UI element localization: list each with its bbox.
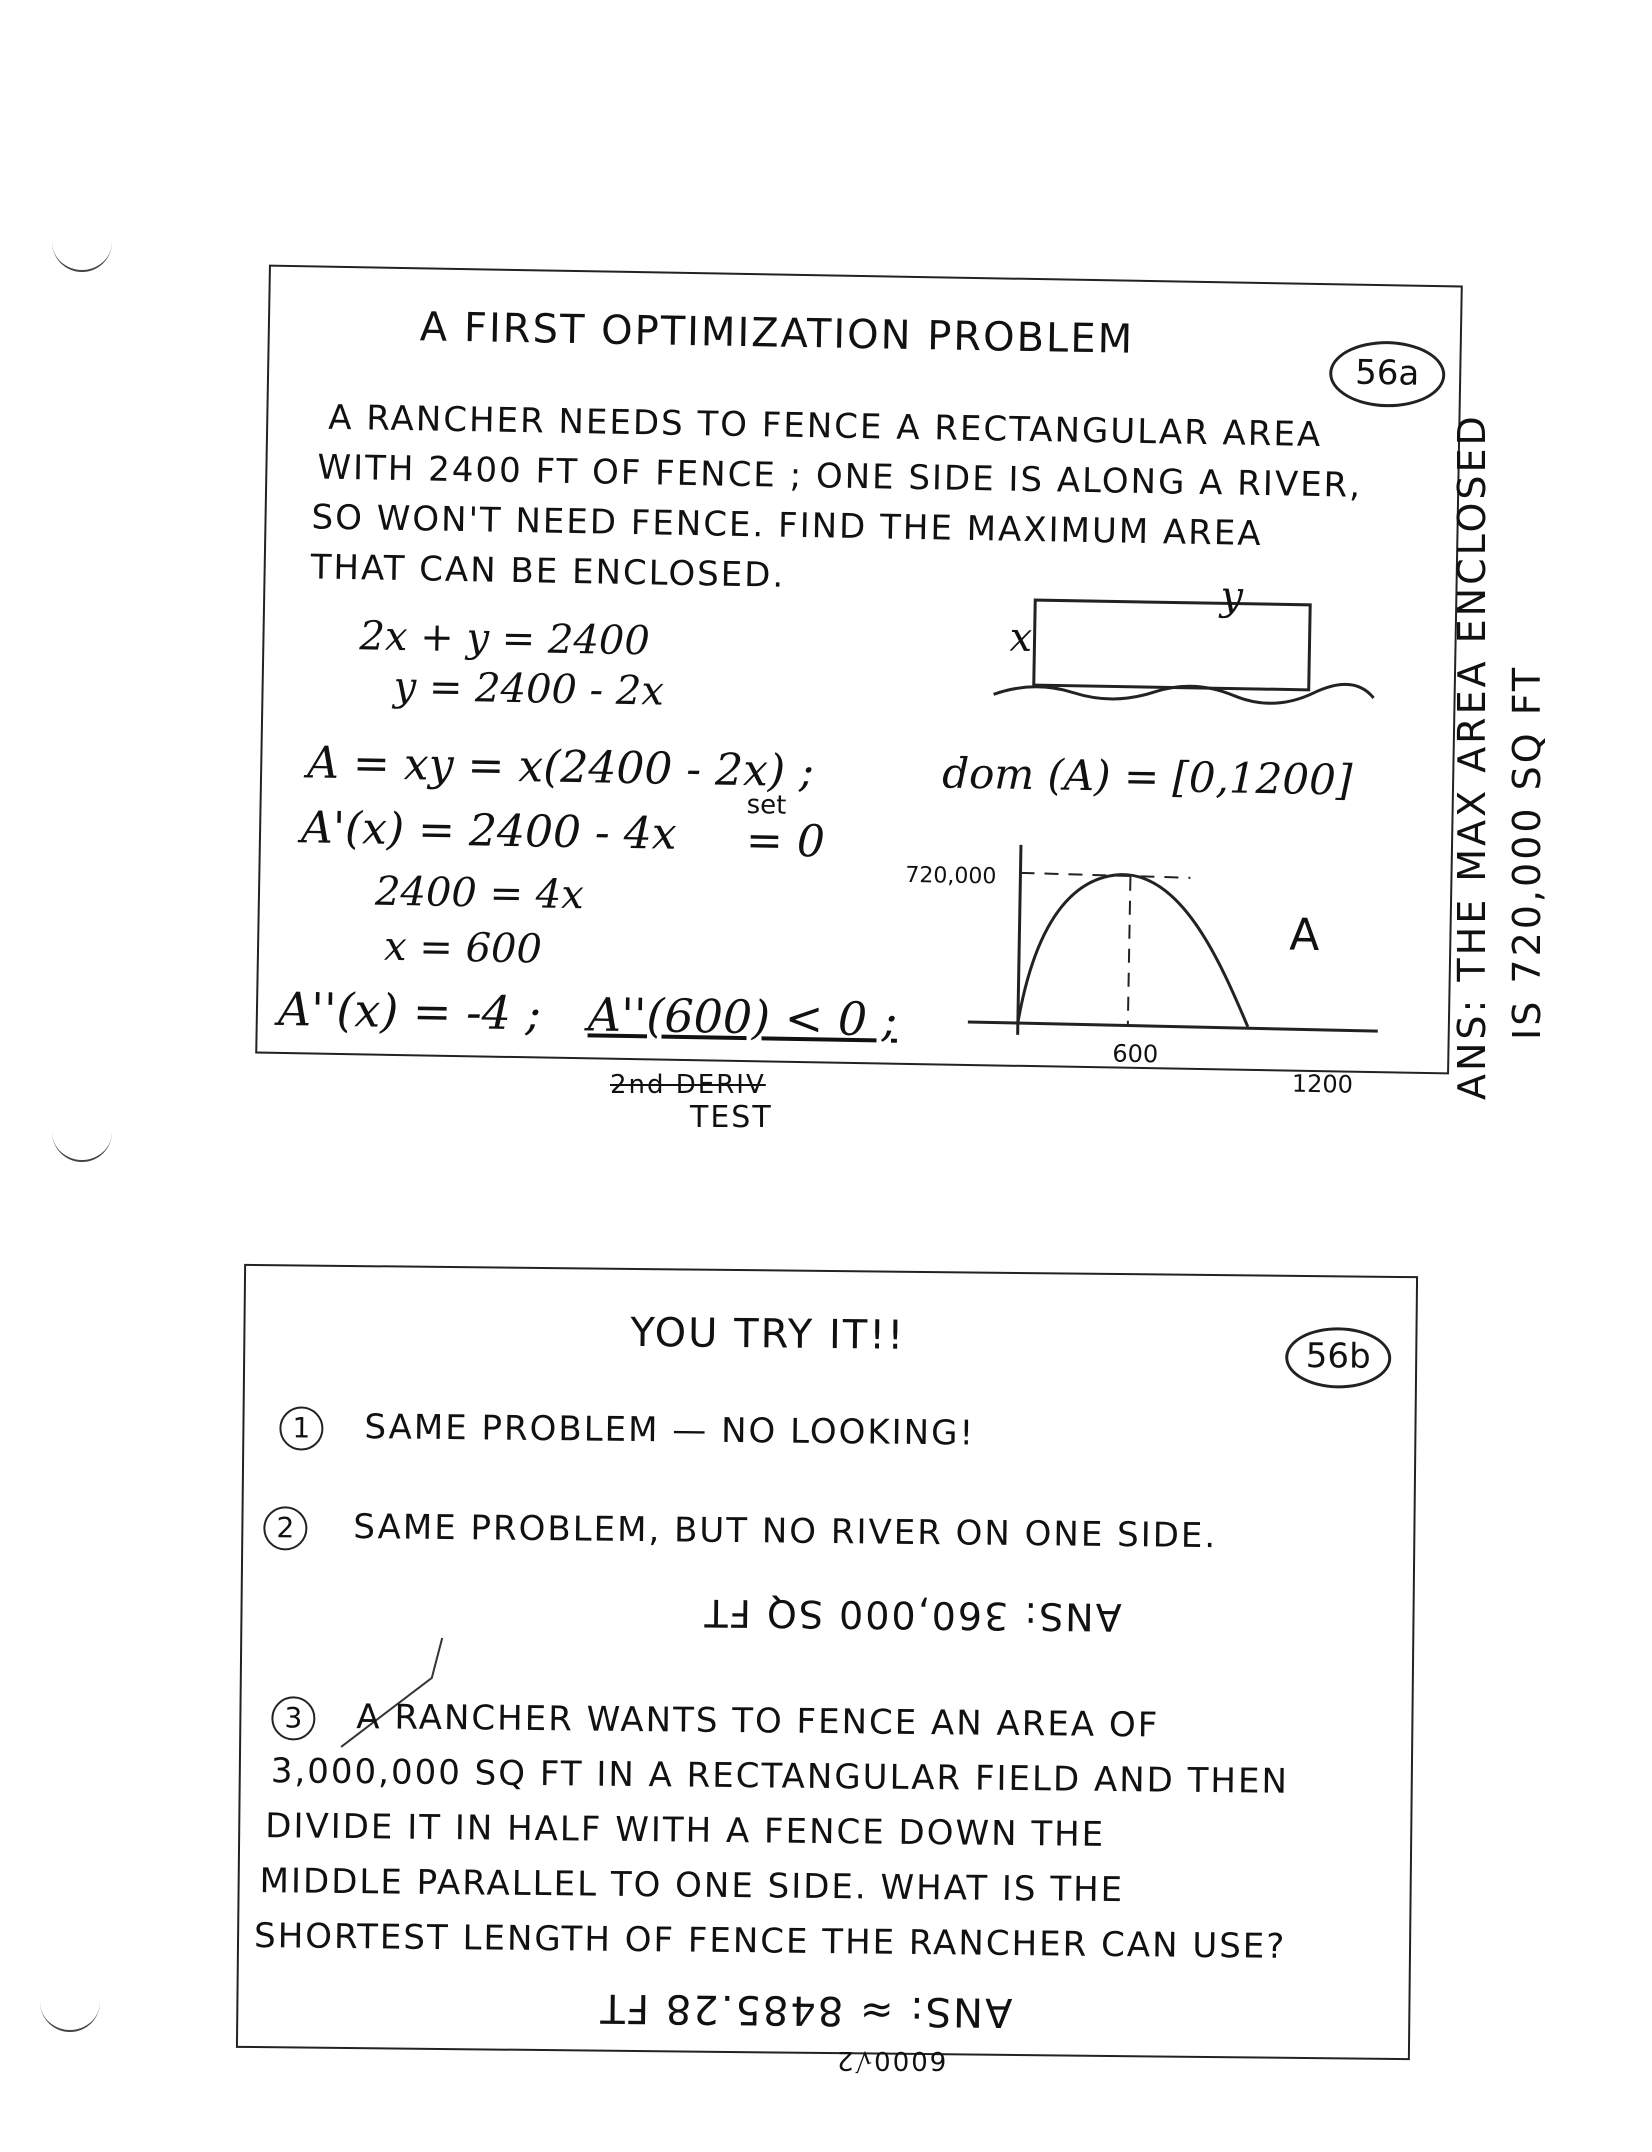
side-answer: IS 720,000 SQ FT xyxy=(1505,664,1549,1040)
graph-curve-label: A xyxy=(1288,909,1320,962)
test-note: TEST xyxy=(690,1100,773,1135)
card2-title: YOU TRY IT!! xyxy=(630,1309,906,1359)
equation: A''(600) < 0 ; xyxy=(587,987,898,1047)
equation: y = 2400 - 2x xyxy=(393,663,665,715)
card-56b: YOU TRY IT!! 56b 1 SAME PROBLEM — NO LOO… xyxy=(235,1263,1419,2061)
item-text-line: MIDDLE PARALLEL TO ONE SIDE. WHAT IS THE xyxy=(259,1861,1125,1911)
card1-title: A FIRST OPTIMIZATION PROBLEM xyxy=(419,304,1135,363)
item-text-line: DIVIDE IT IN HALF WITH A FENCE DOWN THE xyxy=(265,1806,1106,1855)
pen-stroke xyxy=(340,1637,444,1748)
item-text-line: 3,000,000 SQ FT IN A RECTANGULAR FIELD A… xyxy=(270,1751,1290,1802)
problem-line: THAT CAN BE ENCLOSED. xyxy=(310,547,786,596)
punch-hole-mark xyxy=(40,2000,100,2032)
item-text-line: SHORTEST LENGTH OF FENCE THE RANCHER CAN… xyxy=(253,1916,1287,1967)
diagram-y-label: y xyxy=(1219,573,1244,620)
equation: A''(x) = -4 ; xyxy=(277,981,542,1041)
problem-line: SO WON'T NEED FENCE. FIND THE MAXIMUM AR… xyxy=(311,497,1263,555)
card2-label: 56b xyxy=(1284,1326,1392,1389)
item-number-badge: 1 xyxy=(279,1406,324,1451)
area-graph xyxy=(967,844,1378,1035)
item-number-badge: 2 xyxy=(263,1506,308,1551)
diagram-x-label: x xyxy=(1009,614,1033,662)
equation: 2400 = 4x xyxy=(374,868,585,919)
item-text: SAME PROBLEM — NO LOOKING! xyxy=(364,1407,976,1454)
equation: 2x + y = 2400 xyxy=(359,613,651,665)
equation: x = 600 xyxy=(383,923,543,973)
punch-hole-mark xyxy=(52,240,112,272)
domain: dom (A) = [0,1200] xyxy=(941,748,1353,805)
item-answer: ANS: 360,000 SQ FT xyxy=(702,1591,1122,1639)
answer-upside-down: ANS: ≈ 8485.28 FT xyxy=(598,1984,1013,2035)
equation: A'(x) = 2400 - 4x xyxy=(300,802,678,860)
equation: A = xy = x(2400 - 2x) ; xyxy=(306,737,815,798)
answer-note: 6000√2 xyxy=(835,2045,947,2075)
problem-line: A RANCHER NEEDS TO FENCE A RECTANGULAR A… xyxy=(327,397,1323,456)
graph-x-tick: 600 xyxy=(1112,1039,1159,1069)
item-text: SAME PROBLEM, BUT NO RIVER ON ONE SIDE. xyxy=(353,1507,1218,1557)
fence-river-diagram xyxy=(993,598,1375,705)
graph-y-tick: 720,000 xyxy=(905,862,997,890)
equation: = 0 xyxy=(745,815,826,868)
item-number-badge: 3 xyxy=(271,1696,316,1741)
side-answer: ANS: THE MAX AREA ENCLOSED xyxy=(1450,413,1494,1100)
graph-x-tick: 1200 xyxy=(1291,1069,1354,1099)
answer-upside-down: ANS: 360,000 SQ FT xyxy=(702,1590,1122,1640)
punch-hole-mark xyxy=(52,1130,112,1162)
test-note: 2nd DERIV xyxy=(610,1070,766,1100)
problem-line: WITH 2400 FT OF FENCE ; ONE SIDE IS ALON… xyxy=(317,447,1363,506)
card1-label: 56a xyxy=(1328,340,1446,409)
card-56a: A FIRST OPTIMIZATION PROBLEM 56a A RANCH… xyxy=(255,264,1463,1099)
item-text-line: A RANCHER WANTS TO FENCE AN AREA OF xyxy=(356,1697,1160,1746)
item-answer: ANS: ≈ 8485.28 FT xyxy=(598,1985,1012,2035)
